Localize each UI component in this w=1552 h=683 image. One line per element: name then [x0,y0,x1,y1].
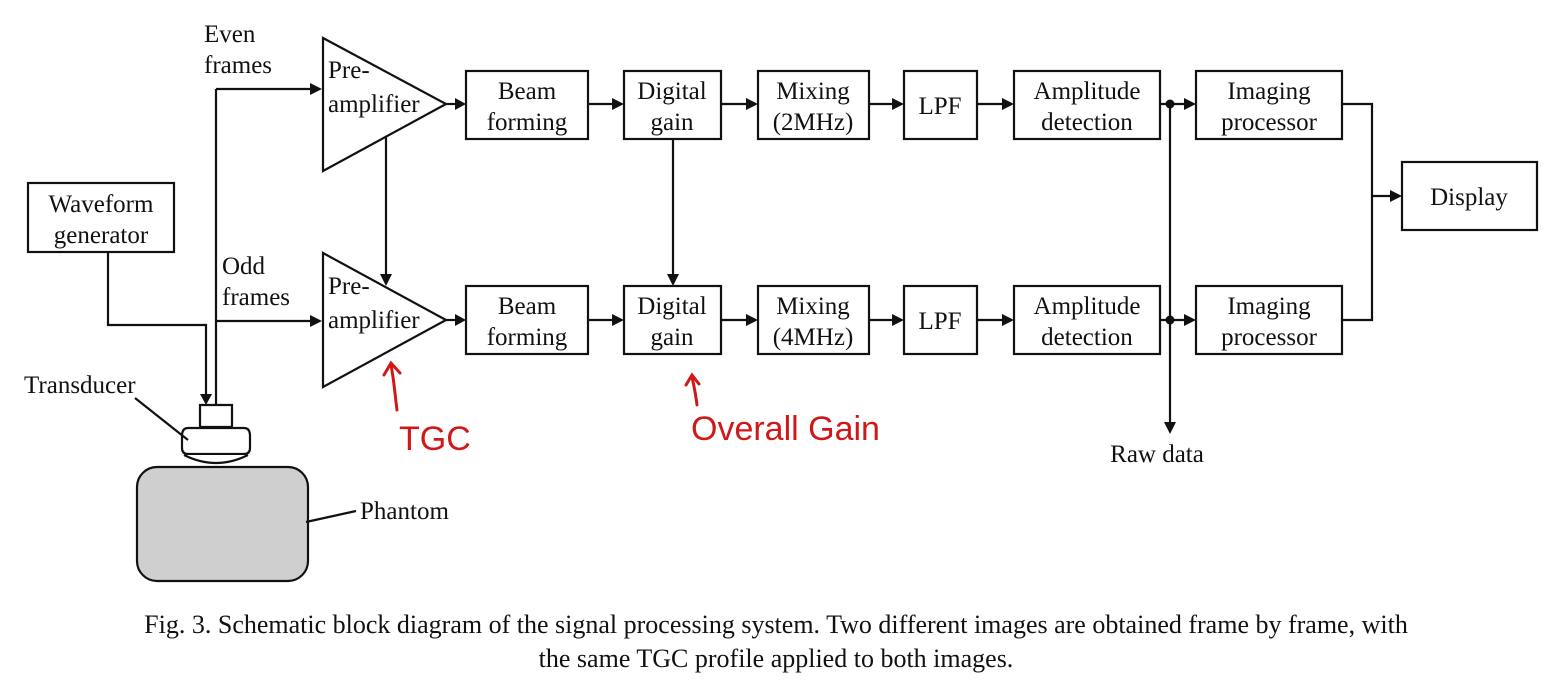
amplitude-detection-top-block [1012,69,1162,141]
lpf-to-amp-bottom-arrowhead [1002,314,1014,326]
amplitude-detection-top-label-2: detection [1041,109,1133,136]
overall-gain-annotation-arrow [690,375,699,407]
waveform-generator-label-1: Waveform [49,191,154,218]
imaging-processor-top-block [1194,69,1344,141]
mixing-top-label-2: (2MHz) [773,109,854,136]
mix-to-lpf-bottom-arrowhead [892,314,904,326]
raw-data-label: Raw data [1110,441,1204,468]
beam-forming-top-label-1: Beam [498,78,557,105]
phantom-leader [305,509,357,524]
digital-gain-top-label-2: gain [650,109,694,136]
imaging-processor-top-label-1: Imaging [1227,78,1311,105]
beam-forming-top-block [464,69,590,141]
preamplifier-top-triangle [321,36,449,173]
amplitude-detection-bottom-label-1: Amplitude [1034,293,1141,320]
tgc-annotation-arrow [389,363,399,412]
transducer-label: Transducer [24,372,136,399]
odd-frames-label-1: Odd [222,253,266,280]
block-diagram: Transducer Phantom Waveform generator Ev… [24,21,1539,583]
imaging-to-display-bus [1342,102,1374,322]
mixing-bottom-label-2: (4MHz) [773,324,854,351]
tgc-annotation-arrowhead [382,360,402,377]
lpf-to-amp-top-arrowhead [1002,98,1014,110]
preamplifier-bottom-label-1: Pre- [328,273,370,300]
beam-forming-bottom-label-1: Beam [498,293,557,320]
gain-to-mix-top-arrowhead [746,98,758,110]
waveform-generator-label-2: generator [54,222,149,249]
raw-data-arrowhead [1164,422,1176,434]
amplitude-detection-top-label-1: Amplitude [1034,78,1141,105]
waveform-to-transducer-line [106,252,208,396]
waveform-to-transducer-arrowhead [200,394,212,405]
preamp-to-beam-bottom-arrowhead [455,314,466,326]
beam-to-gain-bottom-arrowhead [612,314,624,326]
lpf-top-label: LPF [918,93,961,120]
beam-forming-bottom-label-2: forming [487,324,568,351]
transducer-face [183,454,249,465]
caption-line-2: the same TGC profile applied to both ima… [538,644,1014,673]
gain-to-mix-bottom-arrowhead [746,314,758,326]
figure-caption: Fig. 3. Schematic block diagram of the s… [0,608,1552,676]
mixing-top-label-1: Mixing [776,78,850,105]
waveform-generator-block [26,181,176,254]
display-label: Display [1430,184,1508,211]
imaging-processor-bottom-block [1194,284,1344,356]
gain-link-arrowhead [667,274,679,286]
transducer-leader [134,397,189,441]
digital-gain-bottom-block [622,284,723,356]
caption-line-1: Fig. 3. Schematic block diagram of the s… [144,610,1408,639]
beam-forming-top-label-2: forming [487,109,568,136]
preamp-link-arrowhead [380,274,392,286]
display-block [1400,160,1539,232]
amplitude-detection-bottom-block [1012,284,1162,356]
transducer-body [180,426,252,456]
overall-gain-annotation: Overall Gain [691,410,880,448]
digital-gain-bottom-label-1: Digital [637,293,706,320]
phantom-shape [135,465,310,583]
preamp-to-beam-top-arrowhead [455,98,466,110]
mixing-bottom-label-1: Mixing [776,293,850,320]
transducer-shape [198,403,234,429]
digital-gain-bottom-label-2: gain [650,324,694,351]
even-frames-label-1: Even [204,21,256,48]
preamplifier-top-label-2: amplifier [328,91,420,118]
amp-to-img-top-arrowhead [1184,98,1196,110]
amp-to-img-bottom-arrowhead [1184,314,1196,326]
lpf-bottom-label: LPF [918,308,961,335]
odd-frames-arrowhead [310,315,322,327]
overall-gain-annotation-arrowhead [684,372,701,387]
tgc-annotation: TGC [399,420,471,458]
odd-frames-label-2: frames [222,284,290,311]
imaging-processor-bottom-label-2: processor [1221,324,1317,351]
phantom-label: Phantom [360,498,449,525]
beam-to-gain-top-arrowhead [612,98,624,110]
lpf-bottom-block [902,284,979,356]
imaging-processor-bottom-label-1: Imaging [1227,293,1311,320]
imaging-processor-top-label-2: processor [1221,109,1317,136]
mix-to-lpf-top-arrowhead [892,98,904,110]
amplitude-detection-bottom-label-2: detection [1041,324,1133,351]
digital-gain-top-block [622,69,723,141]
to-display-arrowhead [1390,190,1402,202]
even-frames-label-2: frames [204,52,272,79]
even-frames-arrowhead [310,83,322,95]
preamplifier-bottom-triangle [321,251,449,389]
digital-gain-top-label-1: Digital [637,78,706,105]
preamplifier-bottom-label-2: amplifier [328,307,420,334]
preamplifier-top-label-1: Pre- [328,57,370,84]
lpf-top-block [902,69,979,141]
